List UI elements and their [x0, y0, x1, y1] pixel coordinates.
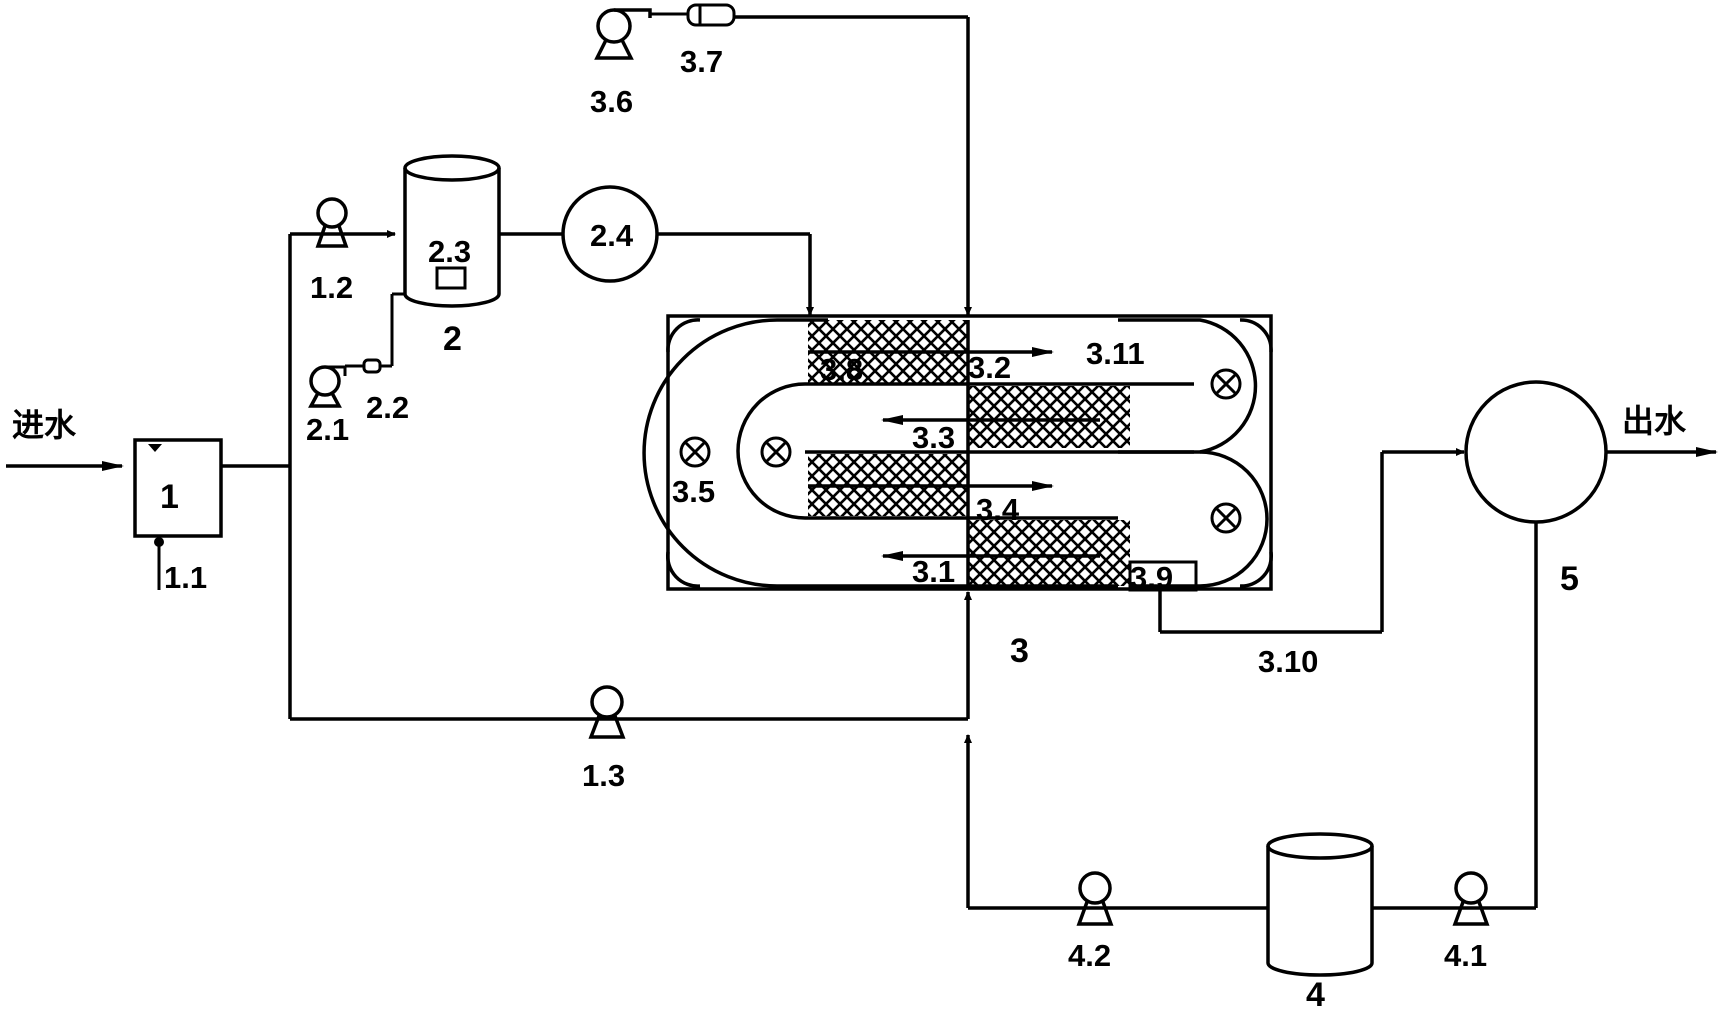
mixer-icon-left-inner [760, 436, 792, 468]
pump-1-3-label: 1.3 [582, 758, 625, 793]
mixer-icon-right-lower [1210, 502, 1242, 534]
tank-1-label: 1 [160, 478, 179, 516]
tank-2-label: 2 [443, 320, 462, 358]
outlet-weir-3-9-label: 3.9 [1130, 560, 1173, 595]
pump-4-1-label: 4.1 [1444, 938, 1487, 973]
pipe-3-10-label: 3.10 [1258, 644, 1318, 679]
mixer-3-5-label: 3.5 [672, 474, 715, 509]
tank-1-valve [154, 537, 164, 590]
mixer-icon-left-outer [679, 436, 711, 468]
blower-3-6-label: 3.6 [590, 84, 633, 119]
unit-2-4-label: 2.4 [590, 218, 634, 253]
zone-3-4-label: 3.4 [976, 492, 1020, 527]
reactor-3-label: 3 [1010, 632, 1029, 670]
meter-3-7-icon [686, 3, 736, 27]
zone-3-2-label: 3.2 [968, 350, 1011, 385]
zone-3-3-label: 3.3 [912, 420, 955, 455]
pump-1-2-label: 1.2 [310, 270, 353, 305]
blower-2-1-label: 2.1 [306, 412, 349, 447]
pump-1-2-icon [315, 197, 349, 248]
aerator-2-3-icon [435, 266, 467, 290]
zone-3-1-label: 3.1 [912, 554, 955, 589]
zone-3-11-label: 3.11 [1086, 336, 1145, 371]
aerator-2-3-label: 2.3 [428, 234, 471, 269]
blower-3-6-icon [594, 8, 652, 60]
mixer-icon-right-upper [1210, 368, 1242, 400]
tank-2 [403, 154, 501, 308]
inlet-label: 进水 [12, 406, 77, 444]
blower-2-1-icon [308, 365, 347, 408]
zone-3-8-label: 3.8 [820, 352, 863, 387]
pump-1-3-icon [588, 685, 626, 739]
reactor-3 [642, 314, 1274, 591]
pump-4-1-icon [1452, 871, 1490, 926]
tank-4 [1266, 832, 1374, 977]
meter-3-7-label: 3.7 [680, 44, 723, 79]
outlet-label: 出水 [1622, 402, 1687, 440]
outlet-weir-3-9 [1128, 560, 1198, 592]
clarifier-5-label: 5 [1560, 560, 1579, 598]
pump-4-2-icon [1076, 871, 1114, 926]
pump-4-2-label: 4.2 [1068, 938, 1111, 973]
tank-4-label: 4 [1306, 976, 1325, 1010]
valve-1-1-label: 1.1 [164, 560, 207, 595]
meter-2-2-icon [362, 358, 382, 374]
tank-1 [133, 438, 223, 538]
meter-2-2-label: 2.2 [366, 390, 409, 425]
clarifier-5 [1464, 380, 1608, 524]
